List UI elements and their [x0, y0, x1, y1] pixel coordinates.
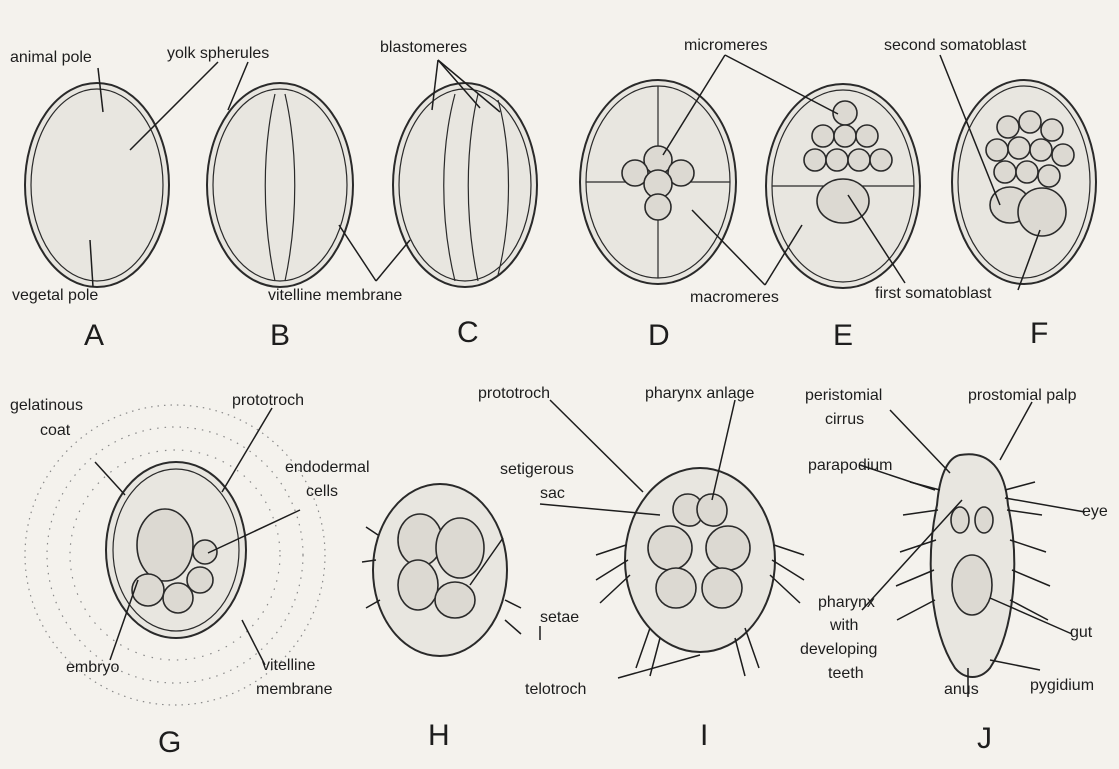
label-vitelline-1: vitelline — [262, 657, 315, 674]
label-pharynx-1: pharynx — [818, 594, 875, 611]
label-pharynx-2: with — [829, 617, 858, 634]
label-setigerous-2: sac — [540, 485, 565, 502]
panel-label-f: F — [1030, 317, 1048, 350]
panel-label-h: H — [428, 719, 450, 752]
label-blastomeres: blastomeres — [380, 39, 467, 56]
label-gelatinous-coat-1: gelatinous — [10, 397, 83, 414]
stage-h-trochophore — [362, 484, 521, 656]
label-macromeres: macromeres — [690, 289, 779, 306]
label-eye: eye — [1082, 503, 1108, 520]
stage-f-somatoblast — [952, 80, 1096, 284]
label-vegetal-pole: vegetal pole — [12, 287, 98, 304]
label-pharynx-3: developing — [800, 641, 877, 658]
stage-d-eight-cell — [580, 80, 736, 284]
label-prostomial-palp: prostomial palp — [968, 387, 1077, 404]
label-pharynx-anlage: pharynx anlage — [645, 385, 755, 402]
stage-e-cleavage — [766, 84, 920, 288]
stage-j-worm — [896, 454, 1050, 677]
label-animal-pole: animal pole — [10, 49, 92, 66]
label-pharynx-4: teeth — [828, 665, 864, 682]
label-setigerous-1: setigerous — [500, 461, 574, 478]
panel-label-g: G — [158, 726, 181, 759]
stage-a-egg — [25, 83, 169, 287]
panel-label-b: B — [270, 319, 290, 352]
label-endodermal-2: cells — [306, 483, 338, 500]
panel-label-i: I — [700, 719, 708, 752]
label-telotroch: telotroch — [525, 681, 586, 698]
panel-label-d: D — [648, 319, 670, 352]
label-peristomial-1: peristomial — [805, 387, 882, 404]
label-peristomial-2: cirrus — [825, 411, 864, 428]
label-setae: setae — [540, 609, 579, 626]
label-second-somatoblast: second somatoblast — [884, 37, 1027, 54]
panel-label-e: E — [833, 319, 853, 352]
panel-label-c: C — [457, 316, 479, 349]
stage-b-two-cell — [207, 83, 353, 287]
panel-label-a: A — [84, 319, 104, 352]
label-vitelline-2: membrane — [256, 681, 333, 698]
label-prototroch-i: prototroch — [478, 385, 550, 402]
stage-i-larva — [596, 468, 804, 676]
label-anus: anus — [944, 681, 979, 698]
label-yolk-spherules: yolk spherules — [167, 45, 269, 62]
label-pygidium: pygidium — [1030, 677, 1094, 694]
label-gut: gut — [1070, 624, 1093, 641]
panel-label-j: J — [977, 722, 992, 755]
label-gelatinous-coat-2: coat — [40, 422, 71, 439]
label-first-somatoblast: first somatoblast — [875, 285, 992, 302]
label-vitelline-membrane-top: vitelline membrane — [268, 287, 402, 304]
label-endodermal-1: endodermal — [285, 459, 370, 476]
label-prototroch-g: prototroch — [232, 392, 304, 409]
label-micromeres: micromeres — [684, 37, 768, 54]
stage-c-four-cell — [393, 83, 537, 287]
label-embryo: embryo — [66, 659, 119, 676]
label-parapodium: parapodium — [808, 457, 893, 474]
